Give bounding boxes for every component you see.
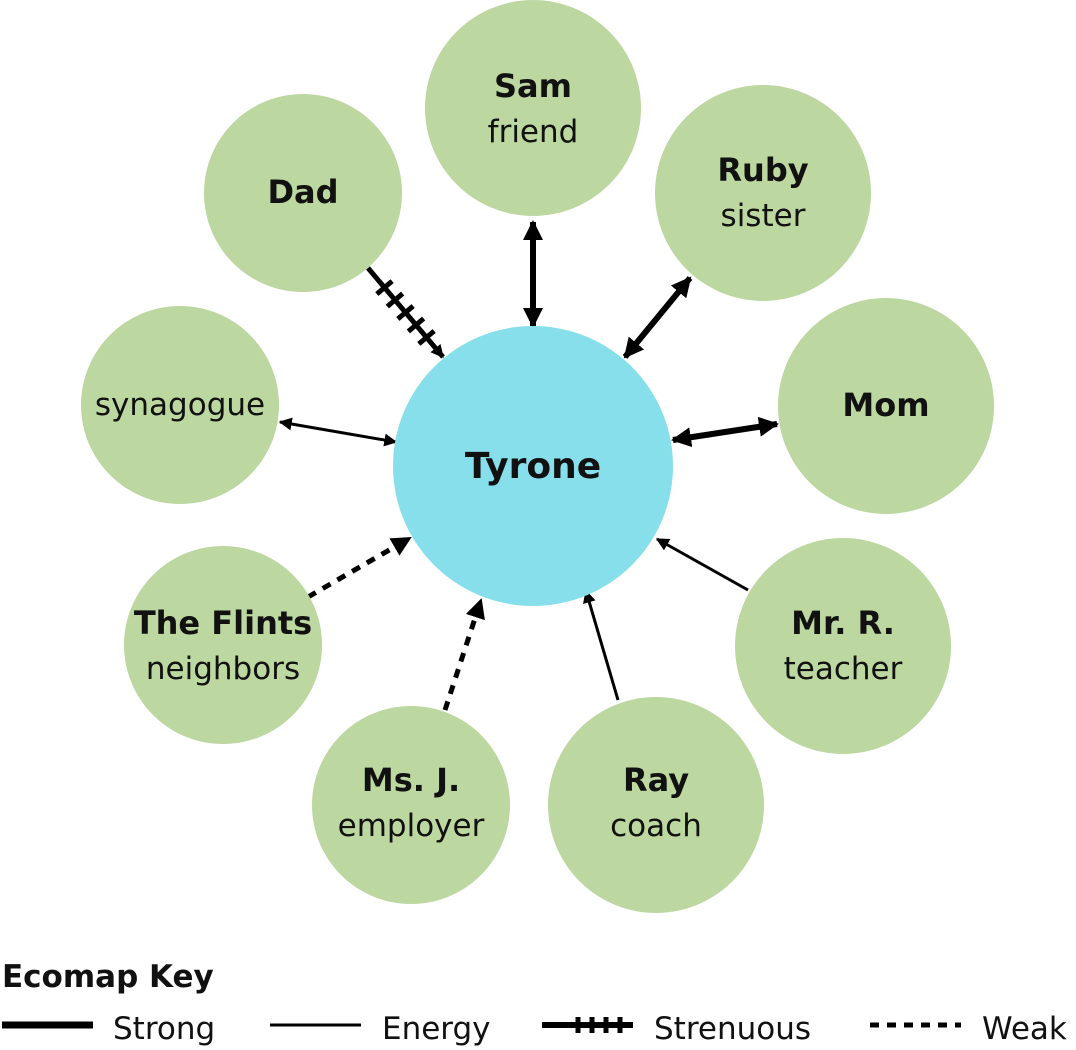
node-ms-j-circle <box>312 706 510 904</box>
link-dad-tick <box>406 316 426 334</box>
ecomap-key: Ecomap Key Strong Energy Strenuous Weak <box>2 959 1067 1047</box>
node-ruby-name: Ruby <box>717 151 808 189</box>
node-sam-name: Sam <box>494 67 572 105</box>
node-sam: Sam friend <box>425 0 641 216</box>
key-item-weak: Weak <box>870 1011 1067 1047</box>
key-item-energy: Energy <box>270 1011 491 1047</box>
node-the-flints-role: neighbors <box>146 651 300 687</box>
node-ray: Ray coach <box>548 697 764 913</box>
node-ray-name: Ray <box>623 761 689 799</box>
node-ruby: Ruby sister <box>655 85 871 301</box>
node-mom-name: Mom <box>842 386 929 424</box>
node-the-flints-circle <box>124 546 322 744</box>
link-dad-tick <box>385 291 405 309</box>
node-mom: Mom <box>778 298 994 514</box>
node-the-flints: The Flints neighbors <box>124 546 322 744</box>
node-dad-name: Dad <box>267 173 338 211</box>
node-ray-circle <box>548 697 764 913</box>
node-mr-r-circle <box>735 538 951 754</box>
node-synagogue-circle <box>81 306 279 504</box>
key-title: Ecomap Key <box>2 959 214 995</box>
node-mr-r-name: Mr. R. <box>791 604 895 642</box>
node-mom-circle <box>778 298 994 514</box>
link-synagogue <box>278 417 398 447</box>
node-ms-j-role: employer <box>338 808 485 844</box>
node-dad: Dad <box>204 94 402 292</box>
key-strenuous-label: Strenuous <box>654 1011 811 1047</box>
key-strong-label: Strong <box>113 1011 215 1047</box>
node-dad-circle <box>204 94 402 292</box>
node-ruby-circle <box>655 85 871 301</box>
link-dad-tick <box>396 304 415 321</box>
node-mr-r-role: teacher <box>784 651 903 687</box>
key-energy-label: Energy <box>382 1011 491 1047</box>
key-weak-label: Weak <box>982 1011 1067 1047</box>
node-ray-role: coach <box>610 808 702 844</box>
connection-lines <box>278 220 779 711</box>
link-the-flints <box>306 535 412 600</box>
node-the-flints-name: The Flints <box>134 604 312 642</box>
center-node: Tyrone <box>393 326 673 606</box>
node-ms-j-name: Ms. J. <box>362 761 460 799</box>
center-circle <box>393 326 673 606</box>
ecomap-nodes: Tyrone Sam friend Ruby sister Mom Mr. R.… <box>81 0 994 913</box>
link-dad-tick <box>417 329 436 346</box>
link-ms-j <box>442 598 485 711</box>
center-name: Tyrone <box>465 446 601 487</box>
link-mom <box>671 416 779 448</box>
node-synagogue-role: synagogue <box>95 387 265 423</box>
node-sam-circle <box>425 0 641 216</box>
key-item-strenuous: Strenuous <box>542 1011 811 1047</box>
link-dad-tick <box>375 279 394 296</box>
key-item-strong: Strong <box>2 1011 215 1047</box>
link-ruby <box>622 276 693 359</box>
node-ruby-role: sister <box>721 198 806 234</box>
node-ms-j: Ms. J. employer <box>312 706 510 904</box>
node-mr-r: Mr. R. teacher <box>735 538 951 754</box>
node-synagogue: synagogue <box>81 306 279 504</box>
link-ray <box>583 589 620 701</box>
link-mr-r <box>655 537 749 592</box>
node-sam-role: friend <box>488 114 579 150</box>
